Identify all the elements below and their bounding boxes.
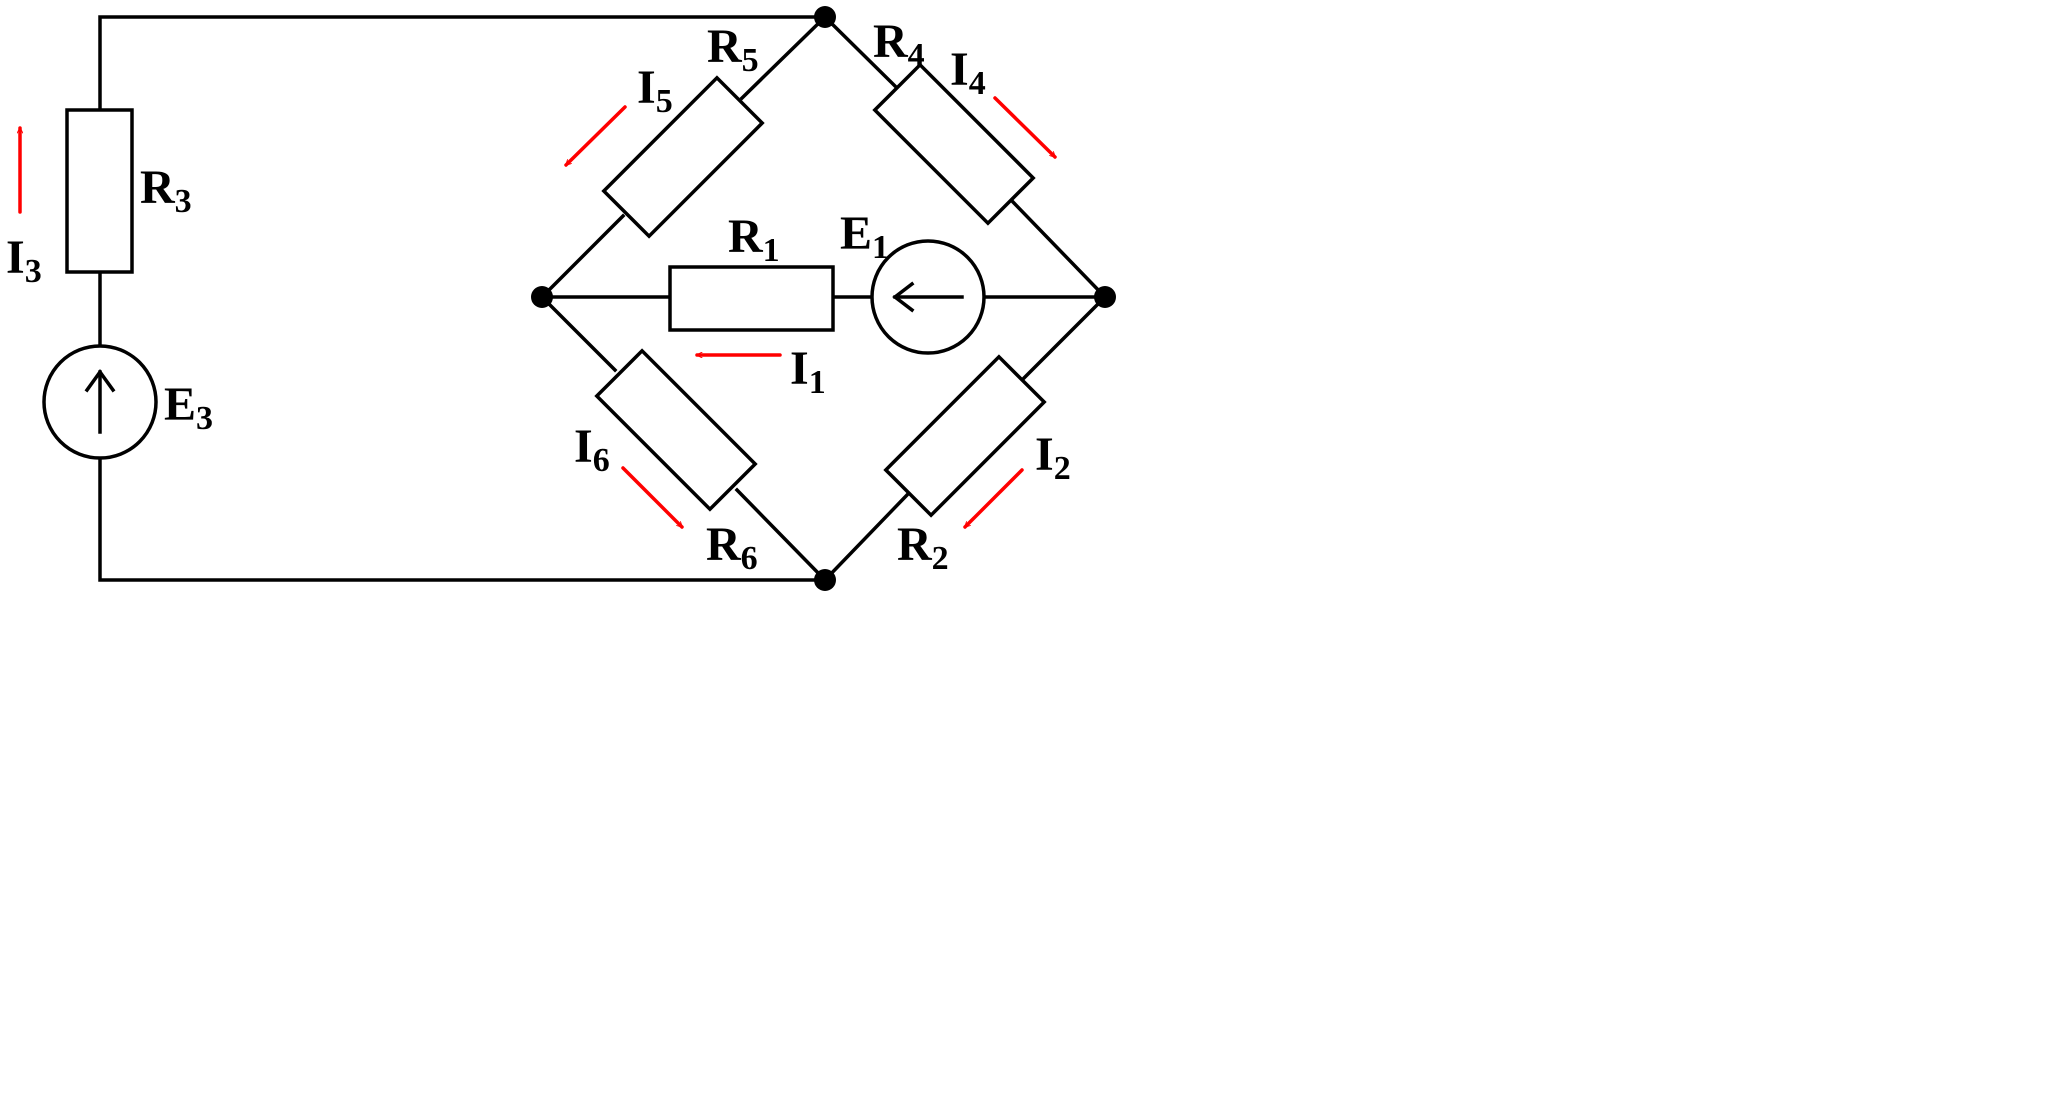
wire-bottom — [98, 453, 827, 582]
current-arrow-i6 — [621, 466, 684, 529]
label-i3: I3 — [6, 231, 42, 290]
node-right — [1094, 286, 1116, 308]
label-i6: I6 — [574, 420, 610, 479]
label-e1: E1 — [840, 207, 889, 266]
label-e3: E3 — [164, 378, 213, 437]
resistor-r6 — [594, 348, 758, 512]
node-bottom — [814, 569, 836, 591]
resistor-r1 — [668, 265, 835, 332]
node-left — [531, 286, 553, 308]
resistor-r5 — [601, 75, 765, 239]
resistor-r3 — [65, 108, 134, 274]
source-e3 — [42, 344, 158, 460]
label-r2: R2 — [897, 518, 949, 577]
label-i2: I2 — [1035, 428, 1071, 487]
label-r1: R1 — [728, 210, 780, 269]
outer-loop-wires — [98, 15, 827, 582]
current-arrow-i2 — [963, 468, 1024, 529]
current-arrow-i5 — [564, 105, 627, 167]
resistor-r4 — [872, 62, 1036, 226]
label-r4: R4 — [873, 15, 925, 74]
resistor-r2 — [883, 354, 1047, 518]
label-i4: I4 — [950, 43, 986, 102]
current-arrow-i4 — [993, 96, 1057, 159]
source-e1 — [870, 239, 986, 355]
node-top — [814, 6, 836, 28]
label-r6: R6 — [706, 518, 758, 577]
bridge-wires — [539, 14, 1108, 583]
wire-top — [98, 15, 827, 109]
label-i1: I1 — [790, 342, 826, 401]
label-r5: R5 — [707, 20, 759, 79]
label-i5: I5 — [637, 61, 673, 120]
label-r3: R3 — [140, 161, 192, 220]
